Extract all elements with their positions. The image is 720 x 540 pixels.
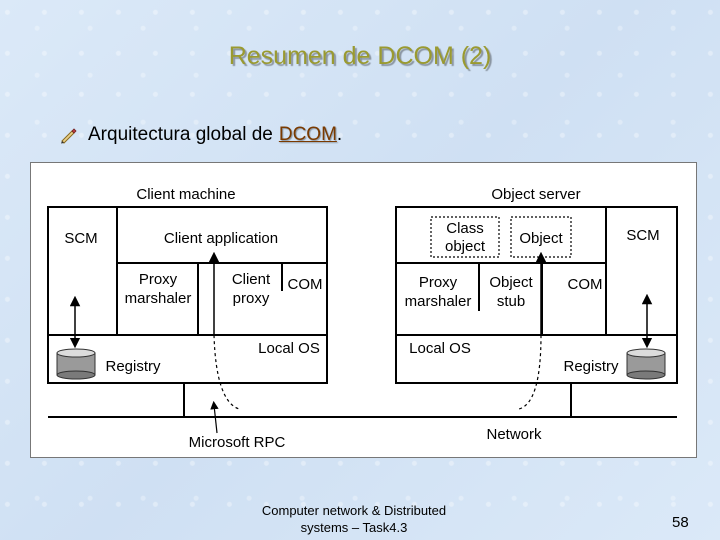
client-machine-label: Client machine (136, 186, 235, 203)
scm-right-label: SCM (626, 227, 659, 244)
rpc-path-left (213, 334, 240, 410)
microsoft-rpc-label: Microsoft RPC (189, 434, 286, 451)
diagram-canvas: Client machine Object server SCM Client … (47, 186, 678, 451)
object-stub-line2: stub (497, 293, 525, 310)
client-application-label: Client application (164, 230, 278, 247)
registry-left-label: Registry (105, 358, 161, 375)
class-object-line1: Class (446, 220, 484, 237)
proxy-marshaler-right-line2: marshaler (405, 293, 472, 310)
registry-right-label: Registry (563, 358, 619, 375)
object-server-label: Object server (491, 186, 580, 203)
footer-line-1: Computer network & Distributed (261, 503, 447, 518)
slide-footer: Computer network & Distributed systems –… (254, 502, 454, 536)
registry-database-icon-left (56, 348, 96, 380)
page-number: 58 (672, 514, 689, 531)
local-os-right-label: Local OS (409, 340, 471, 357)
com-left-label: COM (288, 276, 323, 293)
object-stub-line1: Object (489, 274, 533, 291)
bullet-period: . (336, 124, 343, 145)
microsoft-rpc-pointer (210, 400, 219, 434)
registry-database-icon-right (626, 348, 666, 380)
object-label: Object (519, 230, 563, 247)
slide-title: Resumen de DCOM (2) (228, 42, 492, 70)
pen-bullet-icon (61, 128, 77, 144)
network-label: Network (486, 426, 542, 443)
proxy-marshaler-left-line1: Proxy (139, 271, 178, 288)
proxy-marshaler-left-line2: marshaler (125, 290, 192, 307)
client-proxy-line2: proxy (233, 290, 270, 307)
local-os-left-label: Local OS (258, 340, 320, 357)
bullet-text: Arquitectura global de (88, 124, 273, 145)
client-proxy-line1: Client (232, 271, 271, 288)
dcom-architecture-diagram: Client machine Object server SCM Client … (30, 162, 697, 458)
client-machine-box (47, 206, 328, 384)
dcom-link[interactable]: DCOM (278, 124, 337, 145)
class-object-box (430, 216, 500, 258)
bullet-item: Arquitectura global de DCOM . (60, 120, 342, 150)
rpc-path-right (518, 334, 542, 410)
footer-line-2: systems – Task4.3 (300, 520, 408, 535)
scm-left-label: SCM (64, 230, 97, 247)
com-right-label: COM (568, 276, 603, 293)
class-object-line2: object (445, 238, 486, 255)
proxy-marshaler-right-line1: Proxy (419, 274, 458, 291)
